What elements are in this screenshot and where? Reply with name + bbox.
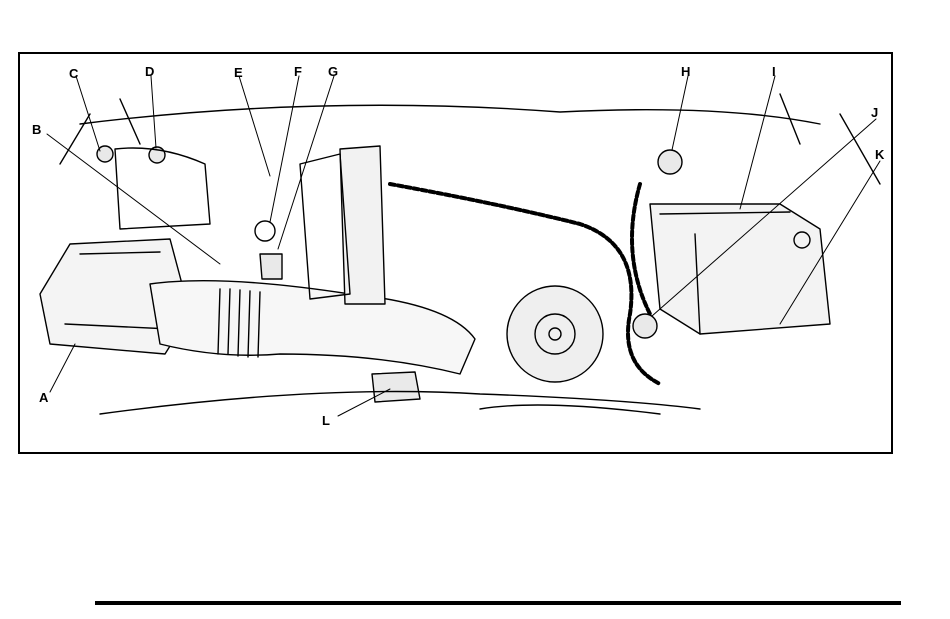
callout-e: E [234, 66, 243, 79]
engine-illustration [20, 54, 891, 452]
alternator [507, 286, 603, 382]
callout-k: K [875, 148, 884, 161]
intake-plenum [340, 146, 385, 304]
leader-d [151, 76, 156, 148]
reservoir-cap-h [658, 150, 682, 174]
leader-g [278, 76, 334, 249]
page-footer-rule [95, 601, 901, 605]
reservoir-cap-j [633, 314, 657, 338]
leader-l [338, 389, 390, 416]
leader-f [270, 76, 299, 222]
fender-line [60, 114, 880, 184]
callout-d: D [145, 65, 154, 78]
firewall-line [80, 105, 820, 124]
leader-a [50, 344, 75, 392]
callout-j: J [871, 106, 878, 119]
strut-line [120, 94, 800, 144]
callout-i: I [772, 65, 776, 78]
leader-c [76, 76, 100, 151]
leader-e [239, 76, 270, 176]
battery [650, 204, 830, 334]
radiator-cap [372, 372, 420, 402]
callout-c: C [69, 67, 78, 80]
lower-support [480, 405, 660, 414]
leader-h [672, 76, 688, 150]
harness-branch [632, 184, 650, 314]
callout-l: L [322, 414, 330, 427]
callout-g: G [328, 65, 338, 78]
callout-b: B [32, 123, 41, 136]
callout-a: A [39, 391, 48, 404]
leader-i [740, 76, 775, 209]
dipstick-ring-f [255, 221, 275, 241]
engine-compartment-figure: A B C D E F G H I J K L [18, 52, 893, 454]
oil-fill-cap-g [260, 254, 282, 279]
callout-h: H [681, 65, 690, 78]
intake-duct [150, 281, 475, 374]
callout-f: F [294, 65, 302, 78]
